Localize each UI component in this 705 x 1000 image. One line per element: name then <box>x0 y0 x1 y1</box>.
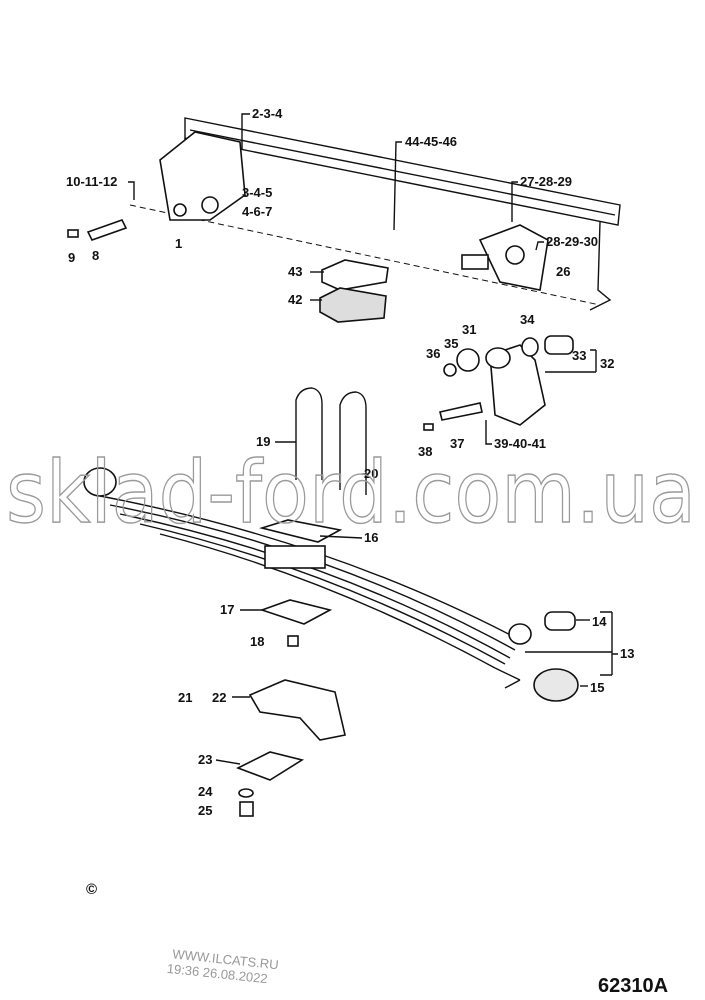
callout: 24 <box>198 784 213 799</box>
drawing-code: 62310A <box>598 975 668 997</box>
bolt-18 <box>287 635 299 647</box>
pad-42 <box>319 287 387 323</box>
cap-15 <box>533 668 579 702</box>
callout: 4-6-7 <box>242 204 272 219</box>
callout: 21 <box>178 690 192 705</box>
leader-lines <box>128 113 618 765</box>
callout: 34 <box>520 312 535 327</box>
nut-25 <box>239 801 254 817</box>
callout: 36 <box>426 346 440 361</box>
copyright-mark: © <box>86 881 97 898</box>
callout: 9 <box>68 250 75 265</box>
callout: 37 <box>450 436 464 451</box>
washer-24 <box>238 788 254 798</box>
leaf-spring <box>83 467 532 669</box>
pin-8 <box>67 219 128 241</box>
pad-43 <box>321 259 389 291</box>
plate-23 <box>236 751 305 781</box>
callout: 26 <box>556 264 570 279</box>
callout: 33 <box>572 348 586 363</box>
watermark: sklad-ford.com.ua <box>6 443 696 543</box>
callout: 2-3-4 <box>252 106 283 121</box>
callout: 14 <box>592 614 607 629</box>
callout: 18 <box>250 634 264 649</box>
callout: 23 <box>198 752 212 767</box>
callout: 25 <box>198 803 212 818</box>
callout: 43 <box>288 264 302 279</box>
callout: 39-40-41 <box>494 436 546 451</box>
frame-rail <box>129 117 621 311</box>
callout: 32 <box>600 356 614 371</box>
callout: 44-45-46 <box>405 134 457 149</box>
bracket-22 <box>248 679 346 741</box>
u-bolts <box>295 387 367 495</box>
callout: 1 <box>175 236 182 251</box>
callout: 19 <box>256 434 270 449</box>
callout: 42 <box>288 292 302 307</box>
callout: 17 <box>220 602 234 617</box>
ilcats-stamp: WWW.ILCATS.RU 19:36 26.08.2022 <box>166 946 279 986</box>
callout: 8 <box>92 248 99 263</box>
rear-bracket <box>461 224 549 291</box>
callout: 10-11-12 <box>66 174 117 189</box>
callout: 15 <box>590 680 604 695</box>
bushing-14 <box>544 611 576 631</box>
callout-labels: 2-3-4 10-11-12 3-4-5 4-6-7 1 9 8 44-45-4… <box>66 106 634 818</box>
callout: 31 <box>462 322 476 337</box>
callout: 38 <box>418 444 432 459</box>
callout: 16 <box>364 530 378 545</box>
callout: 13 <box>620 646 634 661</box>
arrow <box>494 667 521 689</box>
callout: 20 <box>364 466 378 481</box>
callout: 35 <box>444 336 458 351</box>
shackle-assembly <box>423 335 574 431</box>
callout: 27-28-29 <box>520 174 572 189</box>
callout: 22 <box>212 690 226 705</box>
plate-17 <box>259 599 333 625</box>
callout: 28-29-30 <box>546 234 598 249</box>
front-spring-hanger <box>159 131 246 221</box>
callout: 3-4-5 <box>242 185 272 200</box>
